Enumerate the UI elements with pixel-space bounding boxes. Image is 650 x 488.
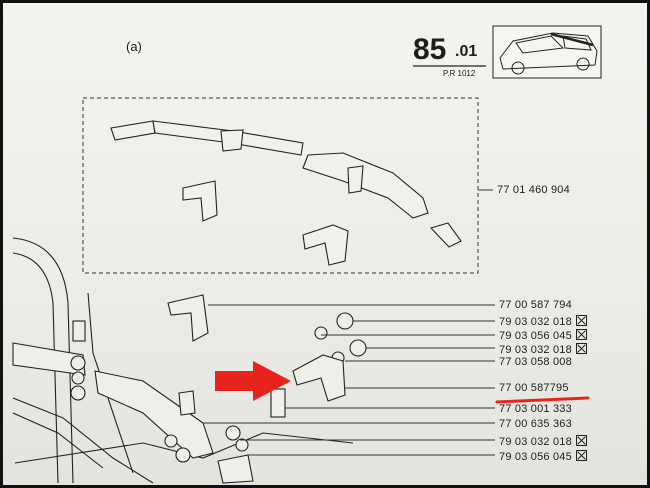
part-number: 79 03 032 018 (499, 343, 587, 356)
highlight-underline (495, 396, 590, 404)
replaced-mark-icon (575, 435, 587, 446)
car-thumbnail (492, 25, 602, 79)
replaced-mark-icon (575, 450, 587, 461)
part-number: 77 00 635 363 (499, 418, 572, 430)
replaced-mark-icon (575, 329, 587, 340)
revision-label: P.R 1012 (443, 69, 476, 78)
kit-outline (82, 97, 479, 274)
highlight-arrow (215, 361, 291, 401)
part-number: 77 00 587 794 (499, 299, 572, 311)
replaced-mark-icon (575, 343, 587, 354)
part-number: 79 03 056 045 (499, 329, 587, 342)
section-number: 85 (413, 33, 447, 66)
highlighted-part-number: 77 00 587795 (499, 382, 569, 394)
part-number: 77 03 001 333 (499, 403, 572, 415)
part-number: 77 03 058 008 (499, 356, 572, 368)
replaced-mark-icon (575, 315, 587, 326)
figure-label: (a) (126, 39, 142, 54)
part-number: 79 03 056 045 (499, 450, 587, 463)
section-subnumber: .01 (455, 43, 478, 60)
exploded-parts-diagram (12, 25, 602, 484)
kit-part-number: 77 01 460 904 (497, 184, 570, 196)
part-number: 79 03 032 018 (499, 315, 587, 328)
part-number: 79 03 032 018 (499, 435, 587, 448)
